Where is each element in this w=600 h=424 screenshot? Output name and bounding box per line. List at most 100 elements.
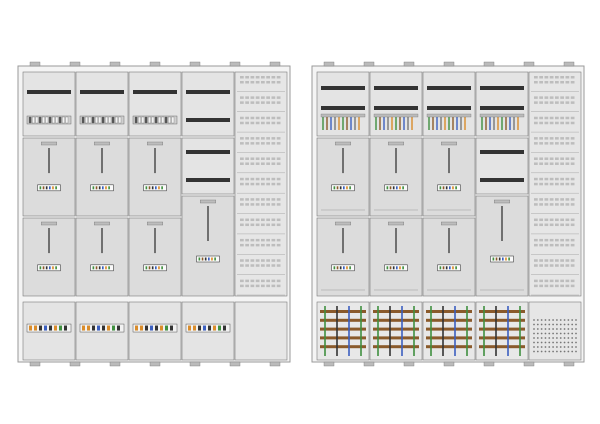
terminal-bar <box>186 178 230 182</box>
distribution-terminal <box>97 325 100 331</box>
terminal-clamp <box>95 116 98 124</box>
perforation-hole <box>567 346 570 348</box>
meter-terminal <box>158 186 160 190</box>
vent-slot <box>534 142 538 145</box>
vent-slot <box>250 162 255 165</box>
vent-slot <box>276 218 281 222</box>
vent-slot <box>539 162 543 165</box>
vent-slot <box>565 198 570 201</box>
meter-terminal <box>502 257 504 261</box>
distribution-terminal <box>140 325 143 331</box>
meter-terminal <box>492 257 495 261</box>
meter-terminal <box>449 186 451 190</box>
perforation-hole <box>559 341 562 344</box>
vent-slot <box>560 157 564 160</box>
meter-terminal <box>455 186 457 190</box>
perforation-hole <box>571 319 574 321</box>
perforation-hole <box>567 350 570 353</box>
terminal-clamp <box>55 116 59 124</box>
vent-slot <box>570 121 575 125</box>
vent-slot <box>245 96 249 99</box>
hinge <box>483 361 495 367</box>
distribution-terminal <box>135 325 138 331</box>
meter-terminal <box>39 186 42 190</box>
vent-slot <box>271 101 276 104</box>
vent-slot <box>255 177 260 181</box>
vent-slot <box>570 101 575 104</box>
meter-bracket <box>93 221 110 226</box>
terminal-bar <box>80 90 124 94</box>
meter-terminal <box>508 257 510 261</box>
meter-module <box>422 217 476 297</box>
vent-slot <box>250 243 255 247</box>
vent-slot <box>255 96 260 99</box>
vent-slot <box>240 203 244 206</box>
terminal-clamp <box>108 116 112 124</box>
perforation-hole <box>567 328 570 330</box>
meter-terminal <box>108 186 110 190</box>
vent-slot <box>266 203 270 206</box>
vent-slot <box>250 177 255 181</box>
vent-slot <box>245 284 249 288</box>
meter-terminal <box>102 186 104 190</box>
distribution-terminal <box>117 325 120 331</box>
terminal-clamp <box>101 116 105 124</box>
vent-slot <box>276 96 281 99</box>
vent-slot <box>261 137 265 140</box>
vent-slot <box>276 121 281 125</box>
terminal-clamp <box>111 116 115 124</box>
perforation-hole <box>563 323 566 326</box>
vent-slot <box>555 121 559 125</box>
perforation-hole <box>552 341 554 344</box>
meter-terminal <box>389 266 392 270</box>
hinge <box>523 61 535 67</box>
perforation-hole <box>533 346 535 348</box>
vent-slot <box>534 238 538 242</box>
meter-terminal <box>498 257 501 261</box>
vent-slot <box>266 279 270 283</box>
terminal-clamp <box>134 116 138 124</box>
meter-terminal <box>92 186 95 190</box>
perforation-hole <box>567 332 570 335</box>
vent-slot <box>255 81 260 84</box>
perforation-hole <box>548 341 551 344</box>
perforation-hole <box>544 346 547 348</box>
terminal-clamp <box>158 116 161 124</box>
vent-slot <box>245 137 249 140</box>
vent-slot <box>276 101 281 104</box>
perforation-hole <box>556 337 558 339</box>
vent-slot <box>271 76 276 79</box>
vent-slot <box>565 243 570 247</box>
vent-slot <box>250 101 255 104</box>
vent-slot <box>271 177 276 181</box>
perforation-hole <box>540 328 543 330</box>
vent-slot <box>261 101 265 104</box>
vent-slot <box>276 223 281 227</box>
vent-slot <box>255 238 260 242</box>
horizontal-bar <box>426 310 472 313</box>
vent-slot <box>240 264 244 267</box>
vent-slot <box>555 157 559 160</box>
vent-slot <box>560 81 564 84</box>
perforation-hole <box>536 337 539 339</box>
hinge <box>363 361 375 367</box>
hinge <box>563 361 575 367</box>
vent-slot <box>539 177 543 181</box>
vent-slot <box>555 243 559 247</box>
perforation-hole <box>563 350 566 353</box>
hinge <box>229 361 241 367</box>
terminal-bar <box>133 90 177 94</box>
perforation-hole <box>575 346 577 348</box>
perforation-hole <box>575 350 577 353</box>
vent-slot <box>255 264 260 267</box>
terminal-clamp <box>48 116 52 124</box>
vent-slot <box>240 81 244 84</box>
vent-slot <box>240 76 244 79</box>
meter-terminal <box>201 257 204 261</box>
vent-slot <box>565 96 570 99</box>
vent-slot <box>555 76 559 79</box>
vent-slot <box>271 182 276 186</box>
vent-slot <box>250 198 255 201</box>
vent-slot <box>250 284 255 288</box>
vent-slot <box>560 177 564 181</box>
